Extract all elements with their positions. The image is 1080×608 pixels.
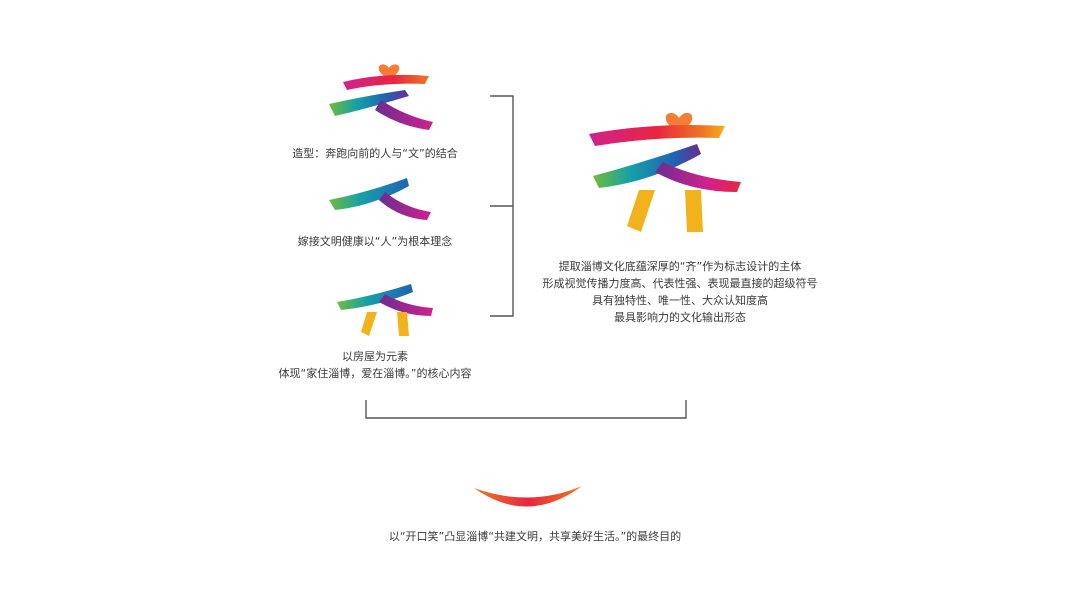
wen-caption: 造型：奔跑向前的人与“文”的结合 <box>292 147 458 160</box>
main-caption: 提取淄博文化底蕴深厚的“齐”作为标志设计的主体 形成视觉传播力度高、代表性强、表… <box>510 258 850 326</box>
ren-character-logo <box>329 178 431 220</box>
smile-curve-icon <box>474 486 582 507</box>
ren-caption: 嫁接文明健康以“人”为根本理念 <box>297 235 453 248</box>
wen-character-logo <box>329 64 433 130</box>
house-caption-line2: 体现“家住淄博，爱在淄博。”的核心内容 <box>278 367 472 380</box>
house-caption: 以房屋为元素 体现“家住淄博，爱在淄博。”的核心内容 <box>255 348 495 382</box>
heart-icon <box>378 64 400 80</box>
main-caption-line2: 形成视觉传播力度高、代表性强、表现最直接的超级符号 <box>542 277 818 290</box>
main-caption-line3: 具有独特性、唯一性、大众认知度高 <box>592 294 768 307</box>
bottom-caption: 以“开口笑”凸显淄博“共建文明，共享美好生活。”的最终目的 <box>388 530 682 543</box>
bottom-bracket <box>365 400 687 419</box>
main-heart-icon <box>665 112 693 134</box>
main-caption-line1: 提取淄博文化底蕴深厚的“齐”作为标志设计的主体 <box>558 260 802 273</box>
qi-character-logo-small <box>337 284 433 336</box>
house-caption-line1: 以房屋为元素 <box>342 350 408 363</box>
qi-character-logo-main <box>589 112 741 232</box>
main-caption-line4: 最具影响力的文化输出形态 <box>614 311 746 324</box>
